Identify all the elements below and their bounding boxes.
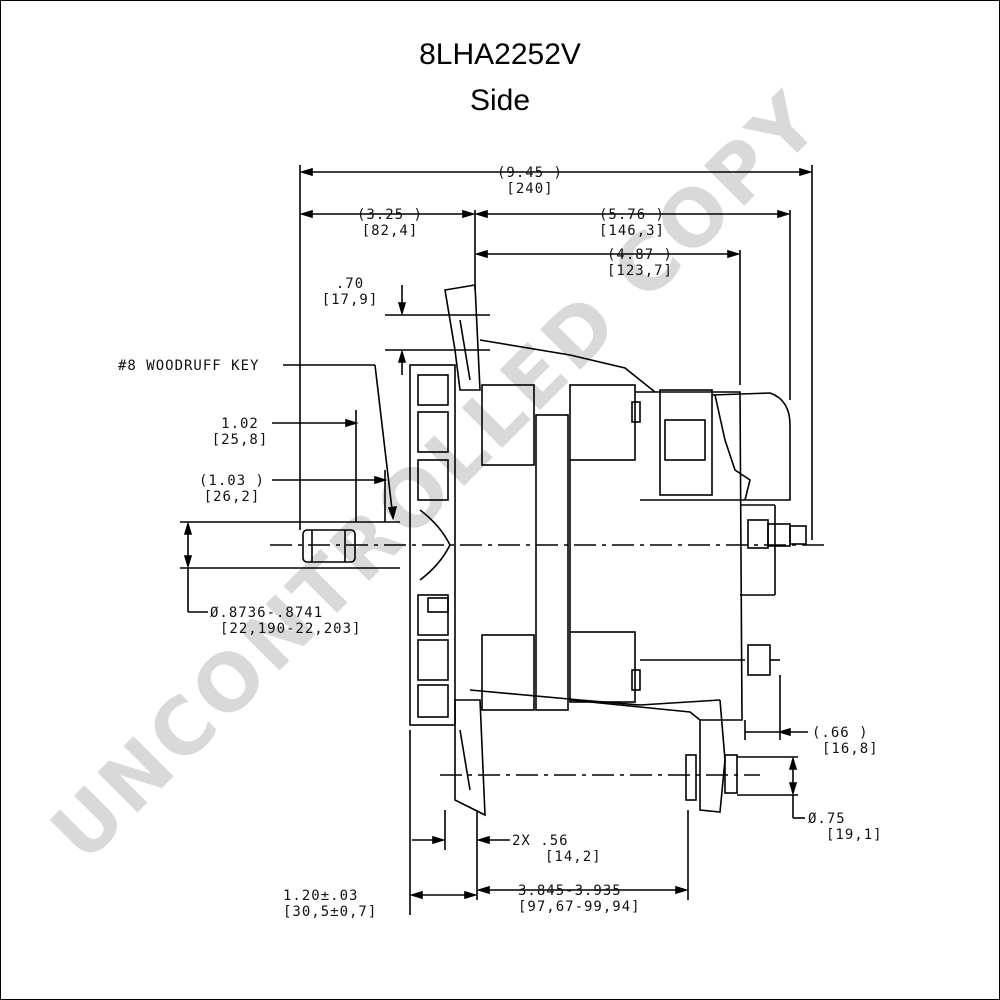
alternator-outline — [180, 165, 813, 915]
dim-pulley-b-mm: [26,2] — [204, 489, 261, 505]
dim-rear-in: (5.76 ) — [599, 207, 665, 223]
dim-flange-in: .70 — [336, 276, 364, 292]
dim-slot-in: 2X .56 — [512, 833, 569, 849]
dim-pulley-b-in: (1.03 ) — [199, 473, 265, 489]
dimension-labels: (9.45 ) [240] (3.25 ) [82,4] (5.76 ) [14… — [118, 165, 883, 920]
woodruff-key-label: #8 WOODRUFF KEY — [118, 358, 259, 374]
dim-body-mm: [123,7] — [607, 263, 673, 279]
dim-body-in: (4.87 ) — [607, 247, 673, 263]
dim-pulley-a-mm: [25,8] — [212, 432, 269, 448]
dim-slot-mm: [14,2] — [545, 849, 602, 865]
dim-flange-mm: [17,9] — [322, 292, 379, 308]
watermark-text: UNCONTROLLED COPY — [35, 75, 839, 879]
dim-mount-dia-mm: [19,1] — [826, 827, 883, 843]
part-number-title: 8LHA2252V — [419, 38, 581, 71]
dim-terminal-in: (.66 ) — [812, 725, 869, 741]
dim-offset-in: 1.20±.03 — [283, 888, 358, 904]
dim-rear-mm: [146,3] — [599, 223, 665, 239]
dim-terminal-mm: [16,8] — [822, 741, 879, 757]
dim-mount-len-in: 3.845-3.935 — [518, 883, 622, 899]
dim-overall-in: (9.45 ) — [497, 165, 563, 181]
dim-offset-mm: [30,5±0,7] — [283, 904, 377, 920]
dim-overall-mm: [240] — [506, 181, 553, 197]
dim-front-mm: [82,4] — [362, 223, 419, 239]
dim-shaft-dia-in: Ø.8736-.8741 — [210, 605, 323, 621]
dim-shaft-dia-mm: [22,190-22,203] — [220, 621, 361, 637]
dim-mount-len-mm: [97,67-99,94] — [518, 899, 641, 915]
dim-front-in: (3.25 ) — [357, 207, 423, 223]
view-subtitle: Side — [469, 84, 531, 117]
dim-pulley-a-in: 1.02 — [221, 416, 259, 432]
dim-mount-dia-in: Ø.75 — [808, 811, 846, 827]
center-lines — [270, 544, 830, 776]
